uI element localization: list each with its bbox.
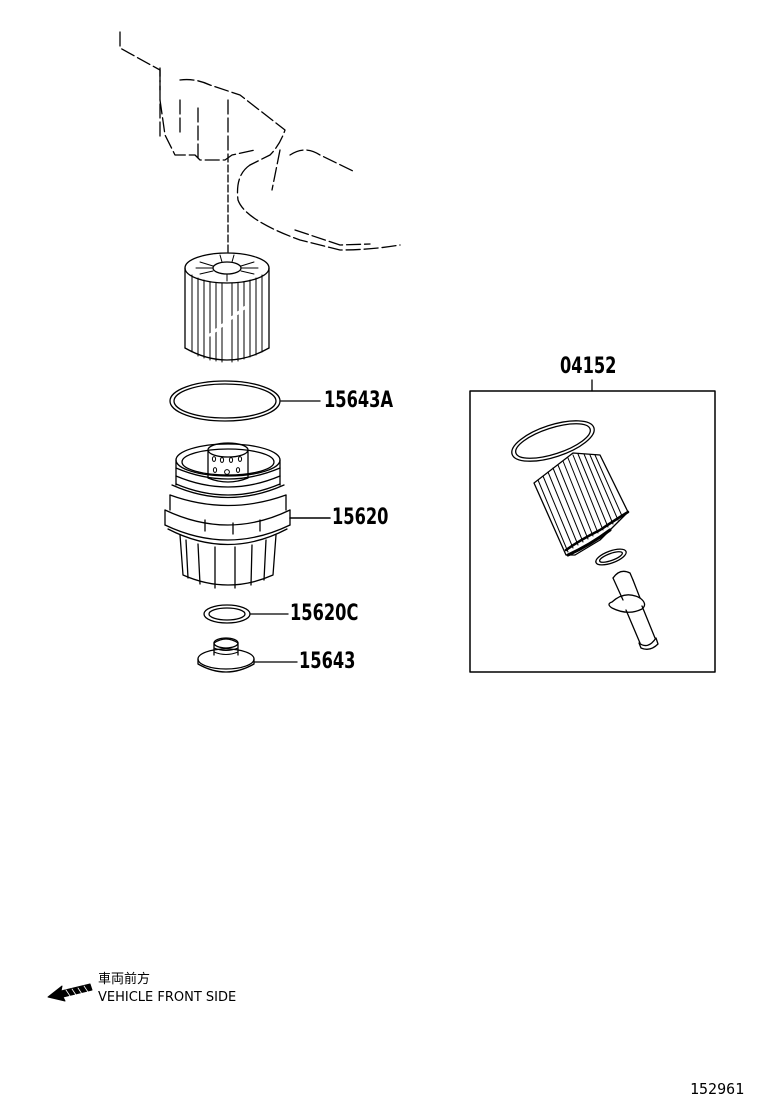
callout-15643[interactable]: 15643 xyxy=(299,649,356,674)
engine-block-outline xyxy=(119,31,401,251)
callout-15620[interactable]: 15620 xyxy=(332,505,389,530)
kit-small-o-ring-icon xyxy=(595,548,627,566)
drain-plug-icon xyxy=(197,637,255,673)
vehicle-front-japanese: 車両前方 xyxy=(98,972,151,987)
kit-o-ring-icon xyxy=(511,420,595,462)
kit-drain-pipe-icon xyxy=(608,570,659,650)
oil-filter-cap-icon xyxy=(164,442,291,589)
o-ring-large-icon xyxy=(169,380,281,422)
o-ring-small-icon xyxy=(203,604,251,624)
arrow-left-icon xyxy=(47,983,93,1002)
callout-15620c[interactable]: 15620C xyxy=(290,601,359,626)
oil-filter-element-icon xyxy=(184,252,270,363)
kit-box xyxy=(469,390,716,673)
callout-04152[interactable]: 04152 xyxy=(560,354,617,379)
vehicle-front-english: VEHICLE FRONT SIDE xyxy=(98,990,237,1005)
callout-15643a[interactable]: 15643A xyxy=(324,388,394,413)
figure-number: 152961 xyxy=(690,1080,745,1098)
kit-filter-element-icon xyxy=(533,452,630,557)
